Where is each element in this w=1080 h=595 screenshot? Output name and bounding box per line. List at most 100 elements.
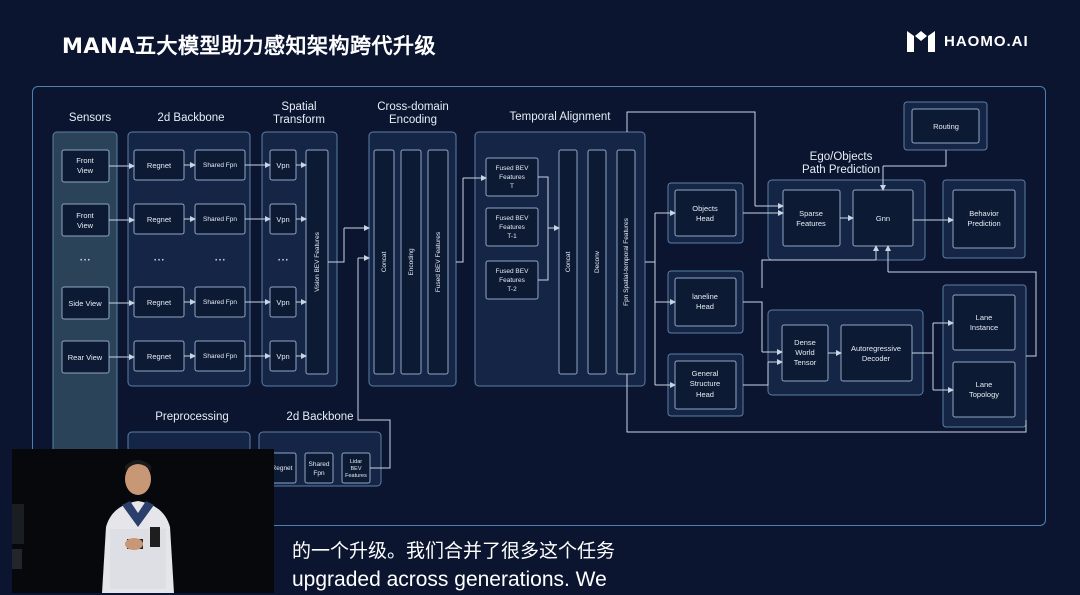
vpn-label-2: Vpn bbox=[276, 215, 289, 224]
bottom-shared-fpn-line1: Shared bbox=[309, 461, 330, 468]
sensor-side-label: Side View bbox=[68, 299, 102, 308]
behavior-line2: Prediction bbox=[967, 219, 1000, 228]
preprocessing-title: Preprocessing bbox=[155, 411, 229, 423]
general-head-line2: Structure bbox=[690, 379, 720, 388]
slide-title: MANA五大模型助力感知架构跨代升级 bbox=[62, 34, 436, 58]
connector-lines bbox=[109, 111, 1037, 469]
routing-box bbox=[911, 108, 980, 144]
vpn-label-1: Vpn bbox=[276, 161, 289, 170]
spatial-title-2: Transform bbox=[273, 114, 325, 126]
behavior-line1: Behavior bbox=[969, 209, 999, 218]
sparse-features-box bbox=[782, 189, 841, 247]
sensor-front-1-line2: View bbox=[77, 166, 94, 175]
speaker-figure bbox=[12, 449, 274, 593]
objects-head-line1: Objects bbox=[692, 204, 718, 213]
lane-instance-line1: Lane bbox=[976, 313, 993, 322]
regnet-label-1: Regnet bbox=[147, 161, 172, 170]
sparse-line2: Features bbox=[796, 219, 826, 228]
concat-label-1: Concat bbox=[381, 252, 388, 273]
deconv-label: Deconv bbox=[594, 250, 601, 273]
lidar-line3: Features bbox=[345, 473, 367, 479]
fused-bev-t-1-line2: Features bbox=[499, 224, 525, 231]
backbone-group bbox=[127, 131, 251, 387]
bottom-backbone-title: 2d Backbone bbox=[286, 411, 353, 423]
lane-instance-line2: Instance bbox=[970, 323, 998, 332]
shared-fpn-label-1: Shared Fpn bbox=[203, 162, 237, 169]
cross-domain-title-2: Encoding bbox=[389, 114, 437, 126]
vpn-label-4: Vpn bbox=[276, 352, 289, 361]
sensor-front-2-line2: View bbox=[77, 221, 94, 230]
shared-fpn-label-3: Shared Fpn bbox=[203, 299, 237, 306]
fused-bev-bar bbox=[427, 149, 449, 375]
fused-bev-t-1-line3: T-1 bbox=[507, 233, 517, 240]
routing-label: Routing bbox=[933, 122, 959, 131]
fused-bev-t-2-line1: Fused BEV bbox=[496, 268, 530, 275]
gnn-label: Gnn bbox=[876, 214, 890, 223]
shared-fpn-label-2: Shared Fpn bbox=[203, 216, 237, 223]
sensor-front-2-line1: Front bbox=[76, 211, 94, 220]
speaker-video bbox=[12, 449, 274, 593]
fused-bev-t-2-line3: T-2 bbox=[507, 286, 517, 293]
regnet-label-4: Regnet bbox=[147, 352, 172, 361]
vpn-ellipsis: ··· bbox=[277, 253, 288, 267]
lane-topology-line2: Topology bbox=[969, 390, 999, 399]
deconv-bar bbox=[587, 149, 607, 375]
lidar-line1: Lidar bbox=[350, 459, 362, 465]
sensor-front-view-2 bbox=[61, 203, 110, 237]
ego-title-2: Path Prediction bbox=[802, 164, 880, 176]
sensor-ellipsis: ··· bbox=[79, 253, 90, 267]
sensor-front-1-line1: Front bbox=[76, 156, 94, 165]
fused-bev-label: Fused BEV Features bbox=[435, 231, 442, 292]
bottom-regnet-label: Regnet bbox=[272, 465, 293, 472]
subtitles: 的一个升级。我们合并了很多这个任务 upgraded across genera… bbox=[292, 537, 615, 595]
shared-fpn-label-4: Shared Fpn bbox=[203, 353, 237, 360]
temporal-title: Temporal Alignment bbox=[510, 111, 612, 123]
subtitle-english: upgraded across generations. We bbox=[292, 568, 607, 591]
architecture-panel bbox=[32, 86, 1046, 526]
general-head-line3: Head bbox=[696, 390, 714, 399]
dense-line3: Tensor bbox=[794, 358, 817, 367]
fpn-spatial-temporal-bar bbox=[616, 149, 636, 375]
concat-bar-2 bbox=[558, 149, 578, 375]
fused-bev-t-2-line2: Features bbox=[499, 277, 525, 284]
fused-bev-t-line3: T bbox=[510, 183, 514, 190]
bottom-shared-fpn-line2: Fpn bbox=[313, 470, 325, 477]
autoregressive-line1: Autoregressive bbox=[851, 344, 901, 353]
dense-line2: World bbox=[795, 348, 814, 357]
cross-domain-title-1: Cross-domain bbox=[377, 101, 449, 113]
laneline-head-line2: Head bbox=[696, 302, 714, 311]
objects-head-line2: Head bbox=[696, 214, 714, 223]
autoregressive-line2: Decoder bbox=[862, 354, 891, 363]
ego-title-1: Ego/Objects bbox=[810, 151, 873, 163]
fused-bev-t-line2: Features bbox=[499, 174, 525, 181]
logo-text: HAOMO.AI bbox=[944, 32, 1029, 50]
fpn-spatial-temporal-label: Fpn Spatial-temporal Features bbox=[623, 217, 630, 306]
sensor-rear-label: Rear View bbox=[68, 353, 103, 362]
bottom-shared-fpn-box bbox=[304, 452, 334, 484]
fused-bev-t-1 bbox=[485, 207, 539, 247]
laneline-head-line1: laneline bbox=[692, 292, 718, 301]
objects-head bbox=[674, 189, 737, 237]
backbone-title: 2d Backbone bbox=[157, 112, 224, 124]
encoding-bar bbox=[400, 149, 422, 375]
encoding-label: Encoding bbox=[408, 248, 415, 275]
fused-bev-t-line1: Fused BEV bbox=[496, 165, 530, 172]
dense-line1: Dense bbox=[794, 338, 816, 347]
regnet-label-3: Regnet bbox=[147, 298, 172, 307]
haomo-logo: HAOMO.AI bbox=[906, 28, 1029, 54]
regnet-ellipsis: ··· bbox=[153, 253, 164, 267]
lidar-line2: BEV bbox=[350, 466, 361, 472]
fpn-ellipsis: ··· bbox=[214, 253, 225, 267]
sparse-line1: Sparse bbox=[799, 209, 823, 218]
concat-bar-1 bbox=[373, 149, 395, 375]
sensors-title: Sensors bbox=[69, 112, 111, 124]
lane-topology-line1: Lane bbox=[976, 380, 993, 389]
concat-label-2: Concat bbox=[565, 252, 572, 273]
spatial-title-1: Spatial bbox=[281, 101, 316, 113]
subtitle-chinese: 的一个升级。我们合并了很多这个任务 bbox=[292, 540, 616, 562]
vision-bev-features-label: Vision BEV Features bbox=[314, 231, 321, 292]
fused-bev-t-1-line1: Fused BEV bbox=[496, 215, 530, 222]
vpn-label-3: Vpn bbox=[276, 298, 289, 307]
regnet-label-2: Regnet bbox=[147, 215, 172, 224]
